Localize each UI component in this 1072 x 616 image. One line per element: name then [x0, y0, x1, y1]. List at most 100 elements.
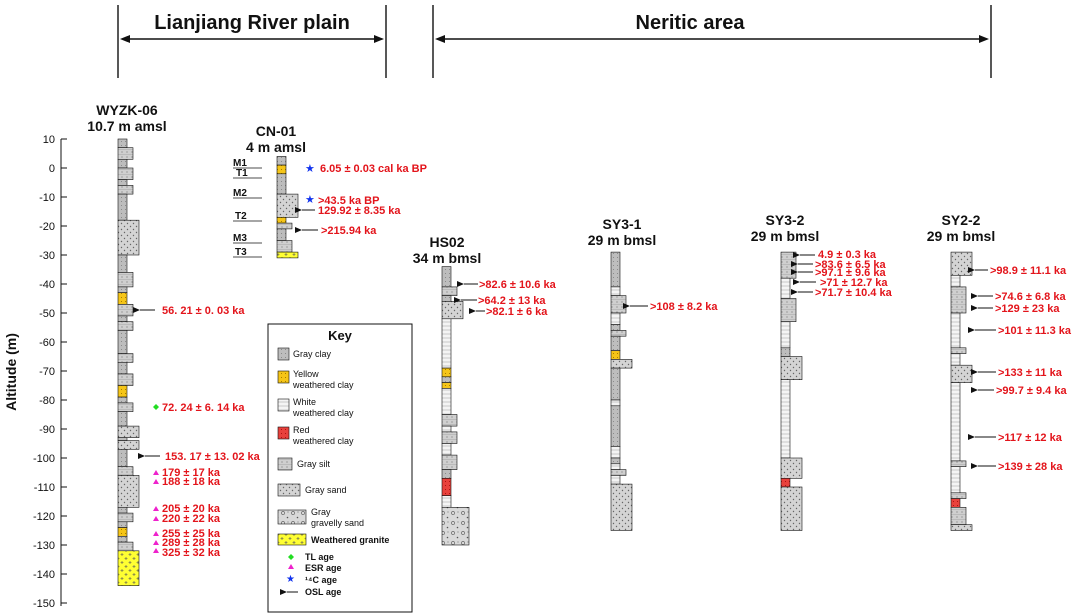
tl-age-marker	[153, 404, 159, 410]
layer-silt	[117, 303, 134, 317]
axis-tick-label: -90	[39, 424, 55, 436]
age-label: >97.1 ± 9.6 ka	[815, 267, 886, 279]
key-swatch-gray-silt	[277, 457, 293, 471]
layer-white	[610, 475, 621, 485]
axis-tick-label: 10	[43, 134, 55, 146]
layer-silt	[117, 353, 134, 363]
core-elev-sy22: 29 m bmsl	[927, 228, 995, 244]
layer-clay	[117, 286, 128, 293]
axis-tick-label: -100	[33, 453, 55, 465]
age-annotations: 56. 21 ± 0. 03 ka 72. 24 ± 6. 14 ka 153.…	[133, 162, 1072, 559]
core-name-cn01: CN-01	[256, 123, 297, 139]
age-label: 153. 17 ± 13. 02 ka	[165, 451, 261, 463]
esr-age-marker	[153, 516, 159, 521]
layer-clay	[780, 347, 791, 357]
layer-silt	[950, 286, 967, 314]
core-name-hs02: HS02	[429, 234, 464, 250]
layer-white	[441, 388, 452, 415]
age-label: >99.7 ± 9.4 ka	[996, 385, 1067, 397]
core-elev-sy31: 29 m bmsl	[588, 232, 656, 248]
layer-clay	[610, 457, 621, 465]
axis-tick-label: -10	[39, 192, 55, 204]
core-elev-cn01: 4 m amsl	[246, 139, 306, 155]
core-elev-sy32: 29 m bmsl	[751, 228, 819, 244]
age-label: 289 ± 28 ka	[162, 537, 221, 549]
esr-age-marker	[153, 470, 159, 475]
layer-clay	[117, 330, 128, 354]
key-esr-marker	[288, 564, 294, 569]
layer-silt	[117, 402, 134, 412]
layer-clay	[117, 179, 128, 186]
layer-yellow	[441, 382, 452, 389]
key-label: Gray clay	[293, 349, 332, 359]
axis-tick-label: -40	[39, 279, 55, 291]
layer-silt	[780, 251, 797, 279]
unit-label-m2: M2	[233, 188, 247, 199]
layer-silt	[117, 466, 134, 476]
key-label: White	[293, 397, 316, 407]
key-swatch-gray-clay	[277, 347, 290, 361]
age-label: 220 ± 22 ka	[162, 513, 221, 525]
key-swatch-gravelly-sand	[277, 509, 307, 525]
axis-title: Altitude (m)	[3, 333, 19, 411]
age-label: 72. 24 ± 6. 14 ka	[162, 402, 245, 414]
key-c14-marker: ★	[286, 574, 295, 585]
layer-clay	[117, 138, 128, 148]
layer-white	[950, 466, 961, 494]
unit-label-m1: M1	[233, 158, 247, 169]
axis-tick-label: -80	[39, 395, 55, 407]
layer-silt	[610, 469, 627, 476]
layer-silt	[950, 492, 967, 499]
layer-silt	[276, 240, 293, 253]
axis-tick-label: -130	[33, 540, 55, 552]
layer-silt	[610, 295, 627, 314]
age-label: 255 ± 25 ka	[162, 528, 221, 540]
key-label: Gray	[311, 507, 331, 517]
cn01-unit-labels: M1 T1 M2 T2 M3 T3	[233, 158, 262, 258]
age-label: 129.92 ± 8.35 ka	[318, 205, 401, 217]
layer-yellow	[276, 164, 287, 175]
layer-clay	[441, 266, 452, 288]
axis-tick-label: -20	[39, 221, 55, 233]
layer-clay	[117, 254, 128, 273]
axis-tick-label: -150	[33, 598, 55, 610]
core-column-sy22	[950, 251, 973, 531]
esr-age-marker	[153, 479, 159, 484]
layer-silt	[780, 298, 797, 323]
layer-clay	[276, 156, 287, 166]
layer-clay	[117, 535, 128, 543]
age-label: 179 ± 17 ka	[162, 467, 221, 479]
layer-white	[441, 495, 452, 508]
key-swatch-gray-sand	[277, 483, 301, 497]
core-column-wyzk	[117, 138, 140, 586]
age-label: >64.2 ± 13 ka	[478, 295, 546, 307]
layer-clay	[610, 251, 621, 288]
layer-clay	[117, 411, 128, 427]
layer-white	[950, 274, 961, 288]
header-neritic: Neritic area	[432, 5, 992, 78]
layer-white	[950, 353, 961, 366]
layer-yellow	[610, 350, 621, 360]
age-label: >117 ± 12 ka	[998, 432, 1063, 444]
header-lianjiang-label: Lianjiang River plain	[154, 12, 350, 34]
layer-silt	[117, 373, 134, 386]
key-label: Gray silt	[297, 459, 331, 469]
age-label: >108 ± 8.2 ka	[650, 301, 718, 313]
layer-sand	[780, 356, 803, 381]
layer-yellow	[276, 217, 287, 224]
layer-yellow	[117, 527, 128, 537]
layer-granite	[117, 550, 140, 586]
layer-clay	[610, 405, 621, 447]
age-label: >83.6 ± 6.5 ka	[815, 259, 886, 271]
layer-silt	[276, 222, 293, 230]
header-neritic-label: Neritic area	[636, 12, 746, 34]
esr-age-marker	[153, 531, 159, 536]
layer-silt	[950, 347, 967, 354]
key-tl-marker	[288, 554, 294, 560]
core-name-sy31: SY3-1	[603, 216, 642, 232]
layer-sand	[780, 486, 803, 531]
age-label: >82.6 ± 10.6 ka	[479, 279, 557, 291]
layer-red	[441, 477, 452, 496]
layer-sand	[950, 364, 973, 383]
axis-tick-label: -120	[33, 511, 55, 523]
